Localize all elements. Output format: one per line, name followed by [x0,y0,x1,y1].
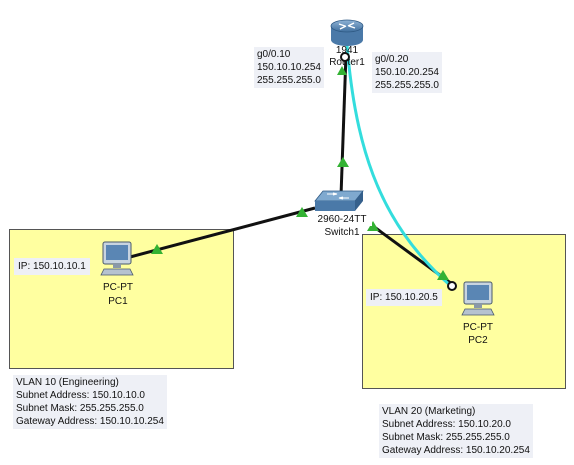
vlan-mask: Subnet Mask: 255.255.255.0 [16,403,144,414]
vlan-gateway: Gateway Address: 150.10.10.254 [16,416,164,427]
subinterface-ip: 150.10.20.254 [375,67,439,78]
subinterface-mask: 255.255.255.0 [257,75,321,86]
pc2-rs232-port[interactable] [447,281,457,291]
pc2-name-label: PC2 [468,335,488,346]
vlan-gateway: Gateway Address: 150.10.20.254 [382,445,530,456]
console-cable[interactable] [344,32,453,289]
subinterface-name: g0/0.20 [375,54,409,65]
router-console-port[interactable] [340,52,350,62]
vlan-title: VLAN 20 (Marketing) [382,406,476,417]
router[interactable] [327,14,367,50]
link-up-indicator [367,221,379,231]
pc2[interactable] [461,281,495,317]
pc1[interactable] [100,241,134,277]
vlan20-info-note[interactable]: VLAN 20 (Marketing) Subnet Address: 150.… [379,404,533,458]
router-model-label: 1941 [335,45,359,56]
router-subinterface-10-note[interactable]: g0/0.10 150.10.10.254 255.255.255.0 [254,47,324,88]
pc-icon [461,281,495,316]
subinterface-name: g0/0.10 [257,49,291,60]
subinterface-mask: 255.255.255.0 [375,80,439,91]
link-up-indicator [437,270,449,280]
vlan10-info-note[interactable]: VLAN 10 (Engineering) Subnet Address: 15… [13,375,167,429]
switch-pc1-link[interactable] [129,206,316,259]
switch-name-label: Switch1 [324,227,360,238]
vlan-title: VLAN 10 (Engineering) [16,377,119,388]
router-icon [330,19,364,46]
router-name-label: Router1 [329,57,365,68]
pc2-model-label: PC-PT [463,322,493,333]
pc1-name-label: PC1 [108,296,128,307]
link-up-indicator [337,66,347,75]
router-subinterface-20-note[interactable]: g0/0.20 150.10.20.254 255.255.255.0 [372,52,442,93]
vlan-subnet: Subnet Address: 150.10.10.0 [16,390,145,401]
link-up-indicator [296,207,308,217]
switch-model-label: 2960-24TT [312,214,372,226]
vlan-mask: Subnet Mask: 255.255.255.0 [382,432,510,443]
pc-icon [100,241,134,276]
link-up-indicator [337,157,349,167]
switch-icon [314,190,364,211]
switch[interactable] [313,189,365,215]
vlan-subnet: Subnet Address: 150.10.20.0 [382,419,511,430]
pc1-ip-note[interactable]: IP: 150.10.10.1 [14,258,90,275]
subinterface-ip: 150.10.10.254 [257,62,321,73]
pc1-model-label: PC-PT [103,282,133,293]
pc2-ip-note[interactable]: IP: 150.10.20.5 [366,289,442,306]
link-up-indicator [151,244,163,254]
router-switch-link[interactable] [339,53,348,197]
